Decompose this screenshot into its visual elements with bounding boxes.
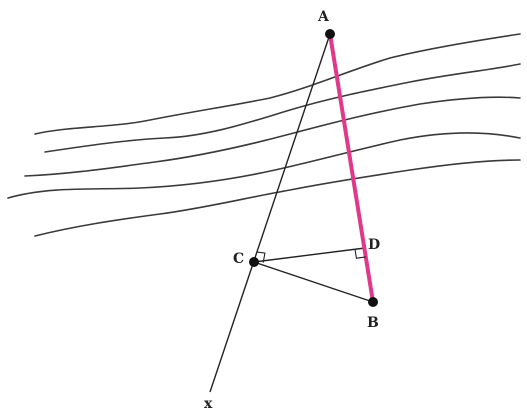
label-d: D xyxy=(368,237,380,253)
line-ax xyxy=(209,33,331,393)
segment-cb xyxy=(253,261,374,303)
river-line-3 xyxy=(24,96,521,177)
river-line-2 xyxy=(44,63,521,153)
river-lines xyxy=(7,33,521,237)
river-line-5 xyxy=(34,159,521,237)
point-a xyxy=(325,29,335,39)
segment-ab xyxy=(328,32,375,304)
point-b xyxy=(368,297,378,307)
river-line-4 xyxy=(7,132,521,199)
right-angle-mark-d xyxy=(354,249,366,259)
point-c xyxy=(249,257,259,267)
right-angle-mark-c xyxy=(257,251,266,263)
label-a: A xyxy=(317,9,330,25)
river-line-1 xyxy=(34,33,521,135)
segment-cd xyxy=(253,247,366,263)
label-x: x xyxy=(204,396,213,411)
label-b: B xyxy=(367,315,379,331)
label-c: C xyxy=(233,251,244,267)
